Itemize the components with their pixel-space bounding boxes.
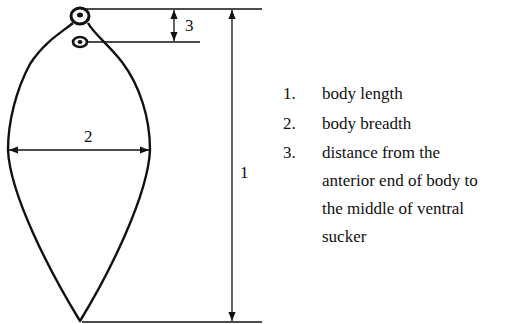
list-number: 2. xyxy=(283,110,296,138)
callout-number: 3 xyxy=(183,17,196,35)
body-outline xyxy=(8,23,150,321)
ventral-sucker xyxy=(73,37,87,47)
oral-sucker xyxy=(71,8,89,24)
list-number: 3. xyxy=(283,139,296,167)
legend-text: distance from the anterior end of body t… xyxy=(322,139,484,251)
list-number: 1. xyxy=(283,80,296,108)
callout-number: 2 xyxy=(82,128,95,146)
legend-text: body length xyxy=(322,80,403,108)
dimension-lines xyxy=(9,9,262,322)
callout-number: 1 xyxy=(238,164,251,182)
legend-text: body breadth xyxy=(322,110,411,138)
